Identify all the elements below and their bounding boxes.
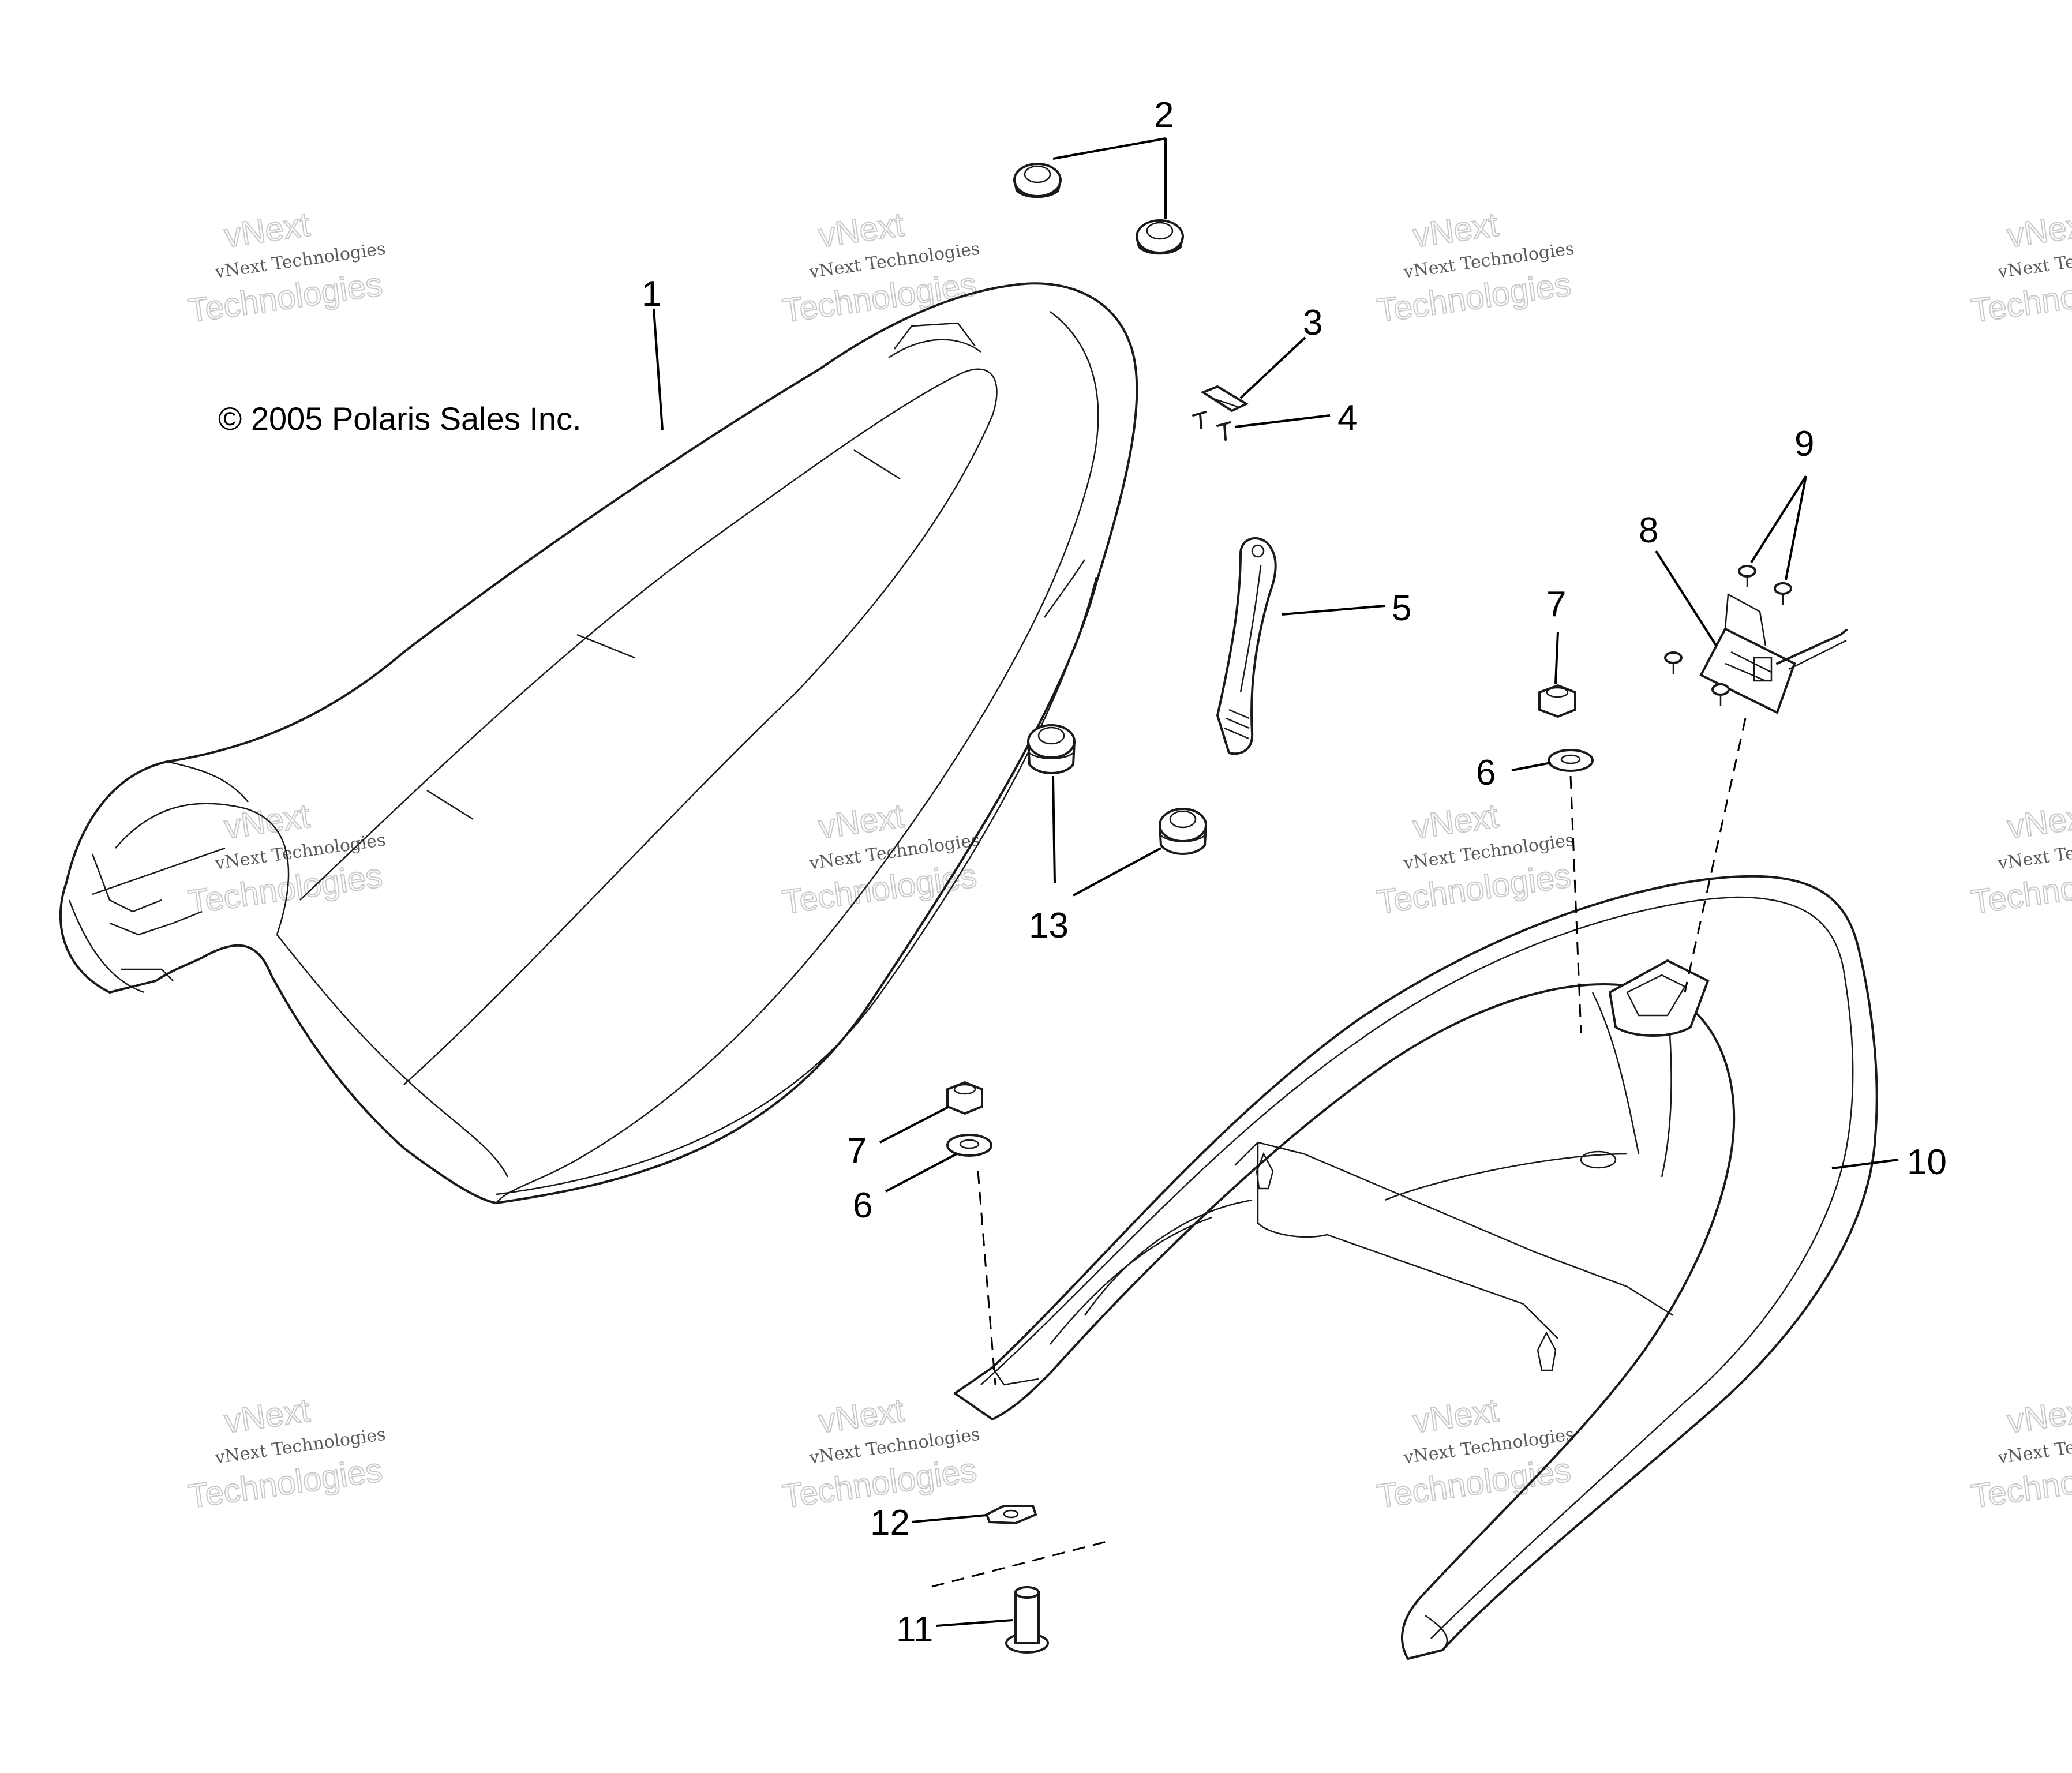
callout-7-left: 7 [847,1131,867,1171]
watermark-r3c3: vNext vNext Technologies Technologies [1374,1391,1575,1516]
callout-11: 11 [896,1610,933,1650]
grommet-mid-right [1159,808,1207,855]
watermark-r3c4: vNext vNext Technologies Technologies [1968,1391,2072,1516]
seat-cushion [59,282,1138,1204]
watermark-r1c2: vNext vNext Technologies Technologies [780,205,981,331]
leader-6-left [885,1153,957,1193]
callout-6-right: 6 [1476,753,1496,793]
lock-nut-left [946,1081,983,1115]
watermark-text-top: vNext [816,1392,906,1441]
seat-latch [1699,593,1848,714]
callout-5: 5 [1392,588,1411,628]
callout-13: 13 [1029,906,1069,946]
leader-4 [1234,414,1331,428]
callout-labels: 1 2 3 4 5 6 6 7 7 8 9 10 11 12 13 [642,95,1947,1650]
alignment-lines [931,718,1747,1588]
watermark-text-top: vNext [2005,1392,2072,1441]
callout-10: 10 [1907,1142,1947,1182]
leader-lines [653,137,1899,1627]
align-washer-left [977,1171,996,1385]
leader-9b [1785,475,1807,580]
leader-6-right [1511,762,1552,771]
seat-base-pan [954,875,1878,1660]
watermark-r3c2: vNext vNext Technologies Technologies [780,1391,981,1516]
align-washer-right [1569,775,1582,1033]
watermark-text-top: vNext [222,206,312,255]
leader-5 [1282,605,1385,616]
leader-7-right [1554,631,1559,684]
watermark-r2c2: vNext vNext Technologies Technologies [780,797,981,922]
watermark-text-top: vNext [1411,797,1501,846]
grommet-top-right [1136,219,1184,255]
copyright-text: © 2005 Polaris Sales Inc. [218,400,582,437]
watermark-text-top: vNext [2005,797,2072,846]
callout-9: 9 [1794,424,1814,464]
washer-right [1548,749,1594,772]
speed-clip [985,1505,1037,1525]
latch-rivet-2 [1774,582,1792,605]
callout-12: 12 [870,1503,910,1543]
watermark-text-top: vNext [816,206,906,255]
grommet-top-left [1013,163,1062,198]
watermark-r3c1: vNext vNext Technologies Technologies [185,1391,387,1516]
leader-13b [1073,847,1161,897]
watermark-r1c4: vNext vNext Technologies Technologies [1968,205,2072,331]
align-bolt [931,1539,1111,1588]
leader-11 [936,1619,1013,1627]
callout-2: 2 [1154,95,1174,135]
callout-4: 4 [1337,398,1357,438]
watermark-text-top: vNext [816,797,906,846]
watermark-text-top: vNext [1411,1392,1501,1441]
callout-7-right: 7 [1546,584,1566,624]
watermark-r1c3: vNext vNext Technologies Technologies [1374,205,1575,331]
leader-12 [911,1514,987,1523]
lock-nut-right [1538,684,1576,718]
watermark-r2c4: vNext vNext Technologies Technologies [1968,797,2072,922]
leader-13a [1052,775,1056,883]
bracket-plate [1200,385,1249,413]
latch-rivet-4 [1711,683,1730,706]
callout-6-left: 6 [853,1186,872,1225]
latch-rivet-3 [1664,651,1683,674]
latch-rivet-1 [1738,565,1756,587]
watermark-r1c1: vNext vNext Technologies Technologies [185,205,387,331]
leader-9a [1750,475,1807,564]
leader-7-left [879,1105,950,1144]
watermark-r2c3: vNext vNext Technologies Technologies [1374,797,1575,922]
watermark-text-top: vNext [222,797,312,846]
leader-8 [1655,550,1718,647]
watermark-text-top: vNext [1411,206,1501,255]
grab-strap [1216,537,1277,755]
leader-1 [653,308,664,430]
leader-2a [1052,137,1166,160]
bolt [1005,1586,1049,1654]
leader-3 [1239,336,1306,399]
watermark-text-top: vNext [2005,206,2072,255]
callout-8: 8 [1639,511,1658,550]
watermark-text-top: vNext [222,1392,312,1441]
leader-10 [1831,1159,1899,1169]
callout-3: 3 [1303,303,1322,343]
washer-left [946,1134,992,1157]
callout-1: 1 [642,274,661,314]
grommet-mid-left [1027,724,1076,774]
align-latch [1684,718,1747,993]
screw-pair [1192,411,1231,441]
